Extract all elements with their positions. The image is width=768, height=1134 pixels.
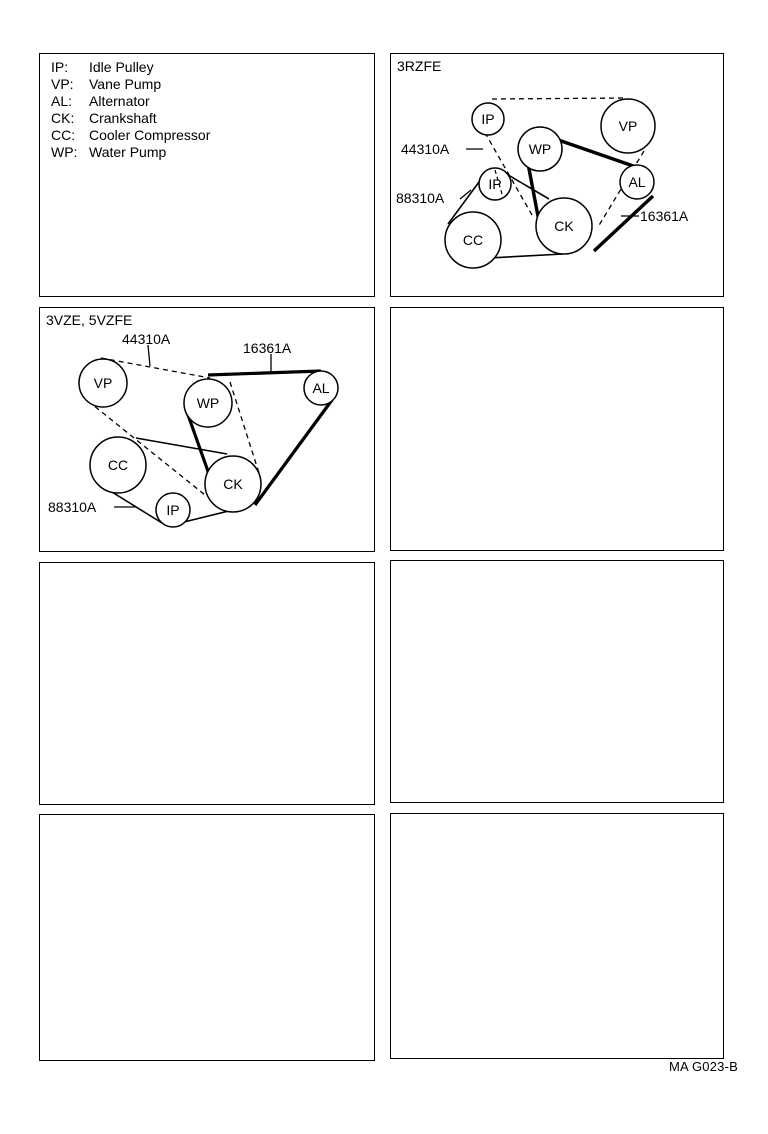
belt-label-88310a: 88310A [48,499,97,515]
diagram-3vze-title: 3VZE, 5VZFE [46,312,133,328]
pulley-label: CC [108,457,128,473]
legend-item: CC: Cooler Compressor [51,127,210,144]
figure-code: MA G023-B [669,1059,738,1074]
pulley-label: CK [554,218,574,234]
belt-16361a [185,369,334,506]
legend-code: AL: [51,93,73,109]
legend-code: CC: [51,127,76,143]
legend-name: Cooler Compressor [89,127,211,143]
pulley-label: CK [223,476,243,492]
belt-label-44310a: 44310A [401,141,450,157]
pulley-label: WP [197,395,220,411]
belt-label-88310a: 88310A [396,190,445,206]
legend-item: AL: Alternator [51,93,210,110]
pulley-label: IP [488,176,501,192]
legend-item: WP: Water Pump [51,144,210,161]
legend-name: Vane Pump [89,76,162,92]
legend-code: CK: [51,110,75,126]
pulley-label: IP [166,502,179,518]
pulley-label: WP [529,141,552,157]
pulley-label: VP [94,375,113,391]
diagram-3rzfe: IP VP WP AL IP CC CK 44310A 88310A 16361… [396,97,689,269]
legend: IP: Idle Pulley VP: Vane Pump AL: Alternato… [51,59,210,161]
legend-code: WP: [51,144,78,160]
legend-name: Alternator [89,93,150,109]
belt-label-16361a: 16361A [243,340,292,356]
pulley-wp [517,126,563,172]
legend-item: VP: Vane Pump [51,76,210,93]
diagram-3rzfe-panel: 3RZFE IP VP WP AL IP CC [390,53,724,297]
empty-panel [390,813,724,1059]
pulley-ck [535,197,593,255]
pulley-label: AL [628,174,645,190]
legend-name: Water Pump [89,144,167,160]
legend-code: VP: [51,76,74,92]
pulley-ip [155,492,191,528]
pulley-label: VP [619,118,638,134]
diagram-3rzfe-title: 3RZFE [397,58,442,74]
pulley-cc [444,211,502,269]
pulley-ip-mid [478,167,512,201]
pulley-ck [204,455,262,513]
empty-panel [390,560,724,803]
diagram-3vze-panel: 3VZE, 5VZFE VP WP AL CC CK IP [39,307,375,552]
pulley-cc [89,436,147,494]
diagram-3vze: VP WP AL CC CK IP 44310A 16361A 88310A [48,331,339,528]
belt-44310a [483,97,645,228]
belt-44310a [87,357,260,496]
pulley-wp [183,378,233,428]
empty-panel [390,307,724,551]
legend-item: IP: Idle Pulley [51,59,210,76]
pulley-al [619,164,655,200]
legend-panel: IP: Idle Pulley VP: Vane Pump AL: Alternato… [39,53,375,297]
pulley-label: AL [312,380,329,396]
pulley-label: CC [463,232,483,248]
pulley-vp [600,98,656,154]
empty-panel [39,562,375,805]
legend-code: IP: [51,59,69,75]
legend-name: Crankshaft [89,110,157,126]
empty-panel [39,814,375,1061]
legend-item: CK: Crankshaft [51,110,210,127]
pulley-al [303,370,339,406]
belt-label-16361a: 16361A [640,208,689,224]
pulley-vp [78,358,128,408]
pulley-label: IP [481,111,494,127]
belt-label-44310a: 44310A [122,331,171,347]
legend-name: Idle Pulley [89,59,154,75]
pulley-ip-top [471,102,505,136]
